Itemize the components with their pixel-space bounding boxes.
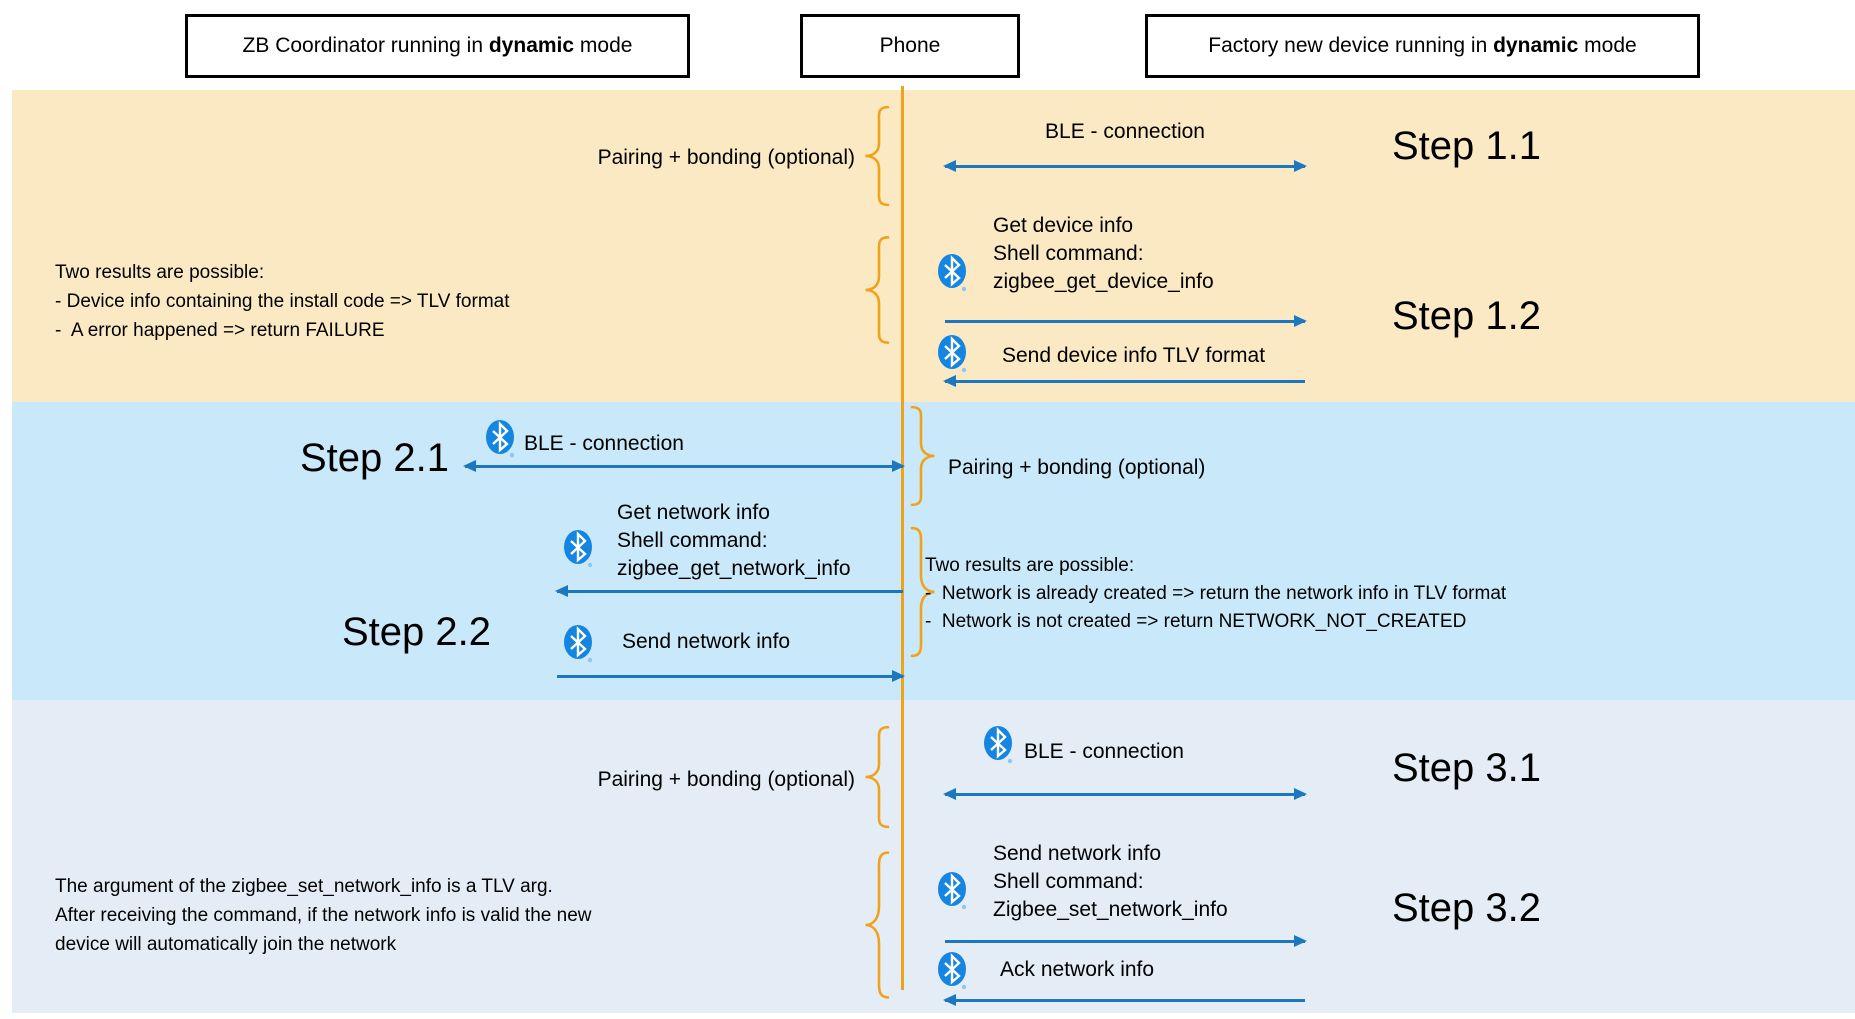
step1-request-arrow-right xyxy=(945,315,1307,327)
right-curly-brace xyxy=(906,524,942,660)
step1-note: Two results are possible: - Device info … xyxy=(55,258,510,345)
step1-ble-double-arrow xyxy=(943,160,1307,172)
step3-request-arrow-right xyxy=(945,935,1307,947)
step2-ble-connection-label: BLE - connection xyxy=(524,432,684,455)
note-line: The argument of the zigbee_set_network_i… xyxy=(55,876,553,897)
bluetooth-icon xyxy=(562,623,594,663)
bluetooth-icon xyxy=(562,528,594,568)
step1-pairing-label: Pairing + bonding (optional) xyxy=(597,146,855,169)
step2-pairing-label: Pairing + bonding (optional) xyxy=(948,456,1206,479)
left-curly-brace xyxy=(858,724,894,830)
step3-ble-double-arrow xyxy=(943,788,1307,800)
note-line: - Network is already created => return t… xyxy=(925,583,1507,604)
left-curly-brace xyxy=(858,234,894,346)
left-curly-brace xyxy=(858,848,894,1002)
bluetooth-icon xyxy=(936,870,968,910)
actor-box-zb-coordinator: ZB Coordinator running in dynamic mode xyxy=(185,14,690,78)
step-2-1-label: Step 2.1 xyxy=(300,436,450,480)
message-line: Shell command: xyxy=(993,242,1144,265)
bluetooth-icon xyxy=(484,418,516,458)
step-1-1-label: Step 1.1 xyxy=(1392,124,1542,168)
step2-ble-double-arrow xyxy=(463,460,905,472)
message-line: Shell command: xyxy=(617,529,768,552)
actor-label-factory-pre: Factory new device running in xyxy=(1208,34,1494,57)
step3-note: The argument of the zigbee_set_network_i… xyxy=(55,872,591,959)
message-line: Send network info xyxy=(993,842,1162,865)
step-2-2-label: Step 2.2 xyxy=(342,610,492,654)
step3-response-label: Ack network info xyxy=(1000,958,1155,981)
message-line: zigbee_get_device_info xyxy=(993,270,1214,293)
note-line: Two results are possible: xyxy=(925,555,1135,576)
message-line: Zigbee_set_network_info xyxy=(993,898,1228,921)
step1-ble-connection-label: BLE - connection xyxy=(1045,120,1205,143)
actor-label-phone: Phone xyxy=(879,34,941,57)
actor-box-factory-device: Factory new device running in dynamic mo… xyxy=(1145,14,1700,78)
actor-label-factory-post: mode xyxy=(1578,34,1637,57)
note-line: - Device info containing the install cod… xyxy=(55,291,510,312)
message-line: Get device info xyxy=(993,214,1134,237)
bluetooth-icon xyxy=(936,252,968,292)
note-line: Two results are possible: xyxy=(55,262,265,283)
step-3-2-label: Step 3.2 xyxy=(1392,886,1542,930)
actor-label-coordinator-post: mode xyxy=(574,34,633,57)
step3-set-network-info-message: Send network info Shell command: Zigbee_… xyxy=(993,840,1228,924)
step3-ble-connection-label: BLE - connection xyxy=(1024,740,1184,763)
step2-response-label: Send network info xyxy=(622,630,791,653)
step2-request-arrow-left xyxy=(555,585,903,597)
bluetooth-icon xyxy=(982,724,1014,764)
note-line: - Network is not created => return NETWO… xyxy=(925,611,1467,632)
step1-response-arrow-left xyxy=(943,375,1305,387)
message-line: Get network info xyxy=(617,501,770,524)
actor-label-factory-bold: dynamic xyxy=(1493,34,1579,57)
left-curly-brace xyxy=(858,104,894,208)
step1-band xyxy=(12,90,1855,402)
step2-response-arrow-right xyxy=(557,670,905,682)
step1-get-device-info-message: Get device info Shell command: zigbee_ge… xyxy=(993,212,1214,296)
step3-band xyxy=(12,700,1855,1013)
step2-note: Two results are possible: - Network is a… xyxy=(925,552,1506,636)
note-line: - A error happened => return FAILURE xyxy=(55,320,385,341)
bluetooth-icon xyxy=(936,333,968,373)
phone-lifeline xyxy=(901,86,904,990)
step3-pairing-label: Pairing + bonding (optional) xyxy=(597,768,855,791)
step-1-2-label: Step 1.2 xyxy=(1392,294,1542,338)
actor-label-coordinator-pre: ZB Coordinator running in xyxy=(242,34,489,57)
note-line: After receiving the command, if the netw… xyxy=(55,905,592,926)
message-line: zigbee_get_network_info xyxy=(617,557,851,580)
step2-get-network-info-message: Get network info Shell command: zigbee_g… xyxy=(617,499,851,583)
step-3-1-label: Step 3.1 xyxy=(1392,746,1542,790)
step1-response-label: Send device info TLV format xyxy=(1002,344,1266,367)
actor-label-coordinator-bold: dynamic xyxy=(488,34,575,57)
step2-band xyxy=(12,402,1855,700)
bluetooth-icon xyxy=(936,950,968,990)
step3-response-arrow-left xyxy=(943,994,1305,1006)
actor-box-phone: Phone xyxy=(800,14,1020,78)
message-line: Shell command: xyxy=(993,870,1144,893)
right-curly-brace xyxy=(906,404,942,508)
note-line: device will automatically join the netwo… xyxy=(55,934,397,955)
